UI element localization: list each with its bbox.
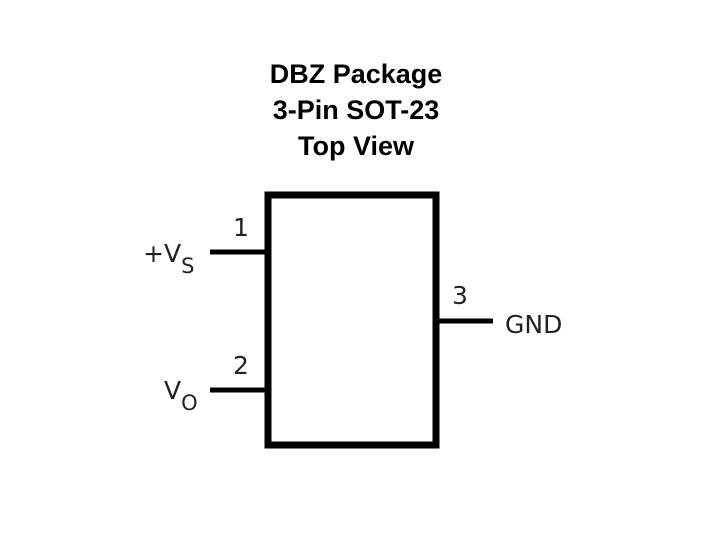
pin-1-name-main: +V [143, 239, 181, 268]
pin-1-number: 1 [233, 213, 249, 242]
pin-2-number: 2 [233, 351, 249, 380]
title-package: DBZ Package [269, 59, 443, 89]
diagram-title: DBZ Package 3-Pin SOT-23 Top View [0, 56, 706, 164]
title-pin-count: 3-Pin SOT-23 [272, 95, 440, 125]
pin-2-name: VO [164, 376, 198, 415]
pin-1-name-sub: S [181, 254, 194, 278]
pin-2-name-sub: O [181, 391, 198, 415]
pin-3-name: GND [505, 310, 562, 339]
package-body [264, 191, 440, 449]
pin-2-name-main: V [164, 376, 181, 405]
title-view: Top View [297, 131, 414, 161]
pin-3-number: 3 [452, 281, 468, 310]
pin-1-name: +VS [143, 239, 194, 278]
